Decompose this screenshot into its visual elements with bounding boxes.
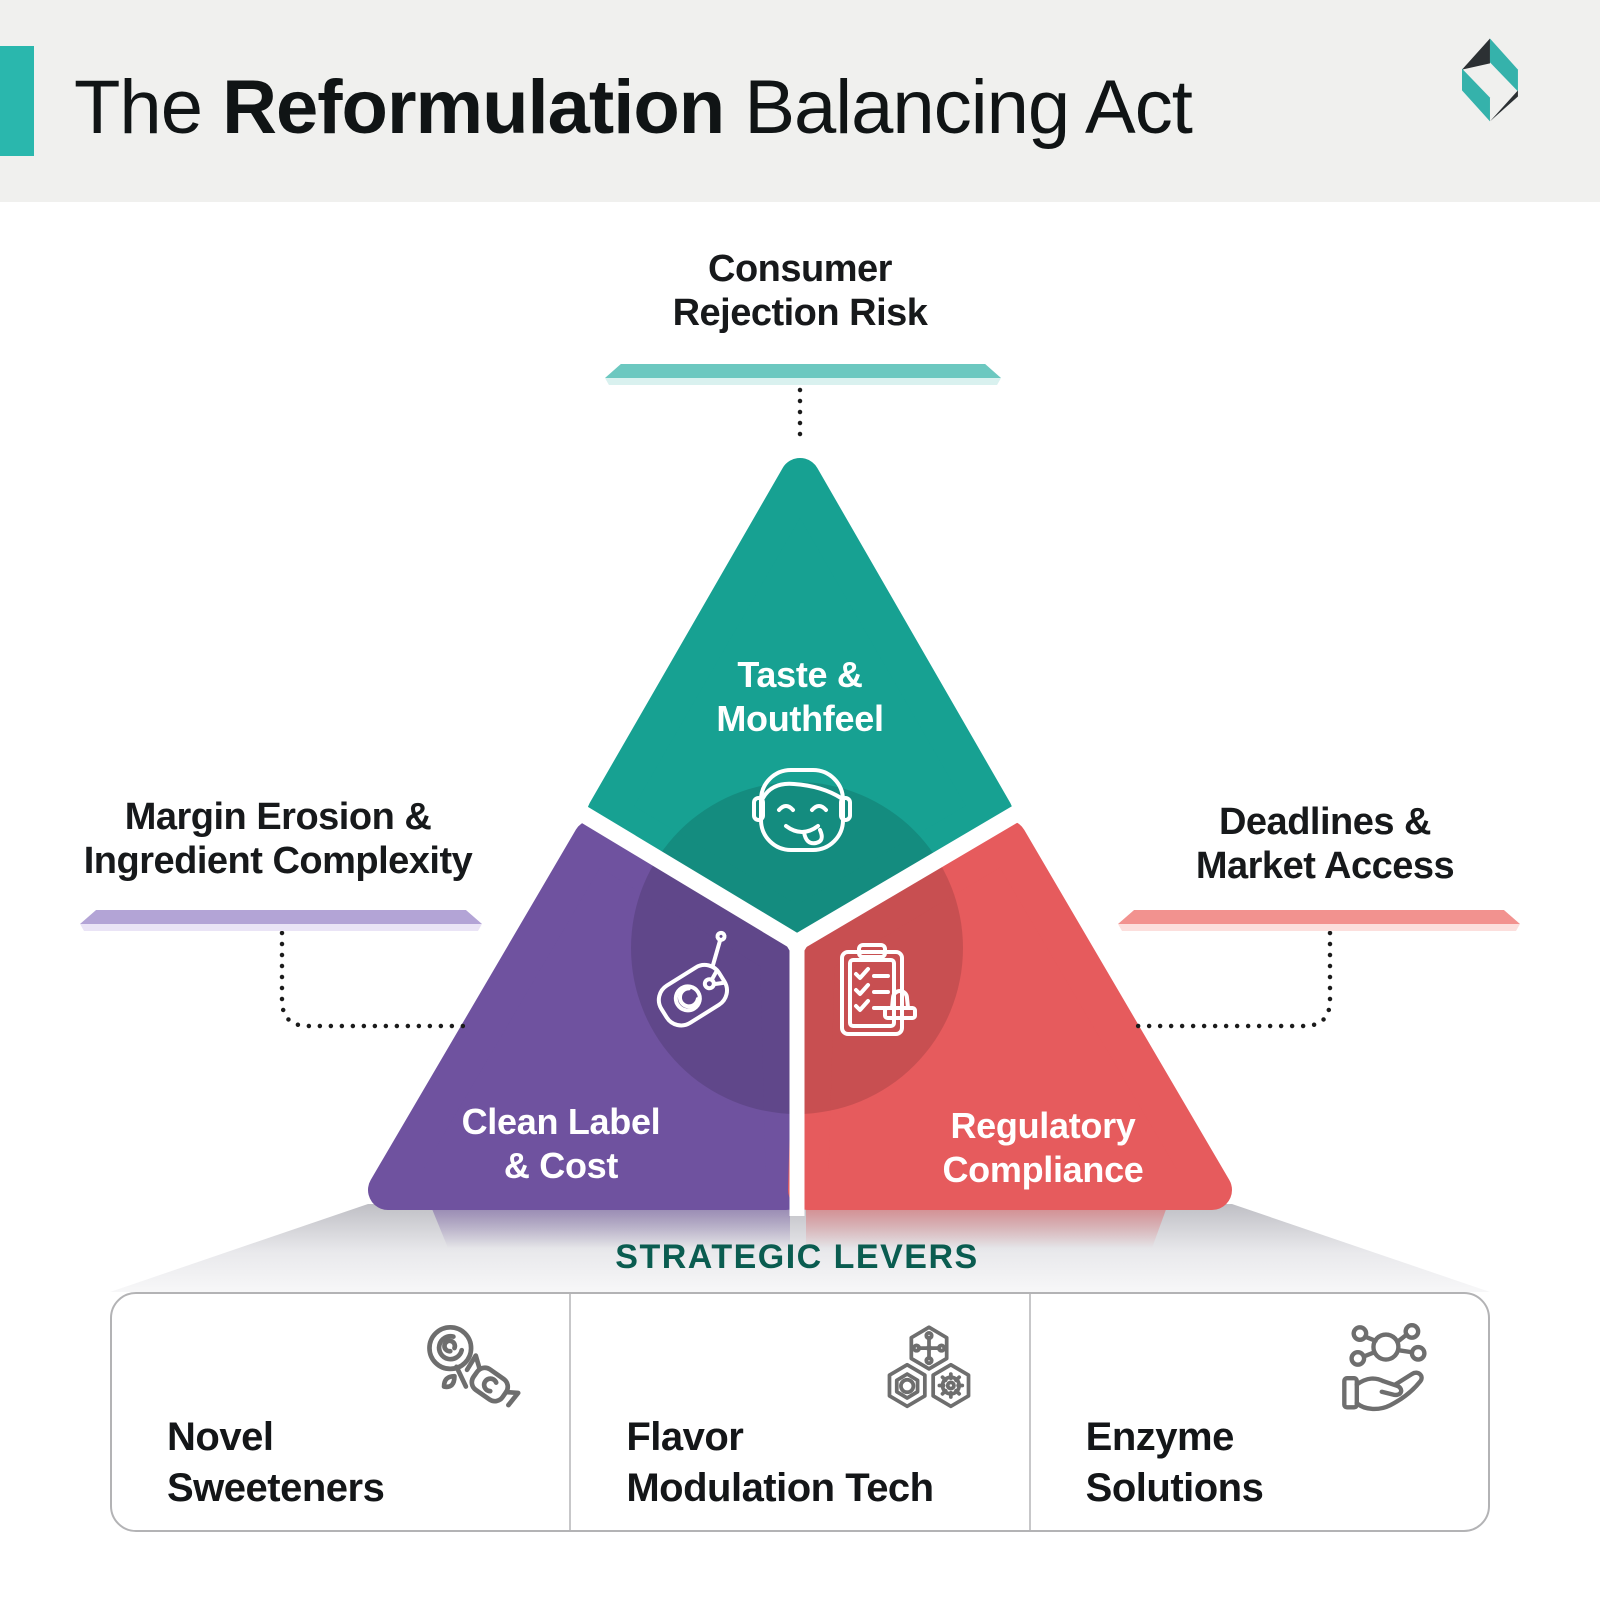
pressure-bar-right [1118, 910, 1520, 931]
pressure-left-line2: Ingredient Complexity [83, 840, 473, 882]
lollipop-candy-icon [417, 1320, 521, 1424]
compliance-stamp-clipboard-icon [840, 943, 917, 1036]
segment-label-regulatory-compliance: Regulatory Compliance [942, 1105, 1144, 1190]
strategic-levers-title: STRATEGIC LEVERS [615, 1238, 979, 1276]
lever-card-flavor-modulation-tech: Flavor Modulation Tech [569, 1294, 1028, 1530]
segment-dividers [565, 798, 1034, 1216]
header-accent-bar [0, 46, 34, 156]
lever-card-title: Novel Sweeteners [167, 1415, 385, 1510]
balance-triangle [368, 458, 1232, 1210]
pressure-right-line1: Deadlines & [1218, 801, 1432, 843]
pedestal-platform [110, 1204, 1490, 1292]
title-prefix: The [74, 65, 223, 150]
pressure-left-line1: Margin Erosion & [124, 796, 432, 838]
price-tag-icon [656, 930, 729, 1028]
pressure-label-left: Margin Erosion & Ingredient Complexity [28, 795, 528, 883]
lever-card-title: Flavor Modulation Tech [626, 1415, 934, 1510]
tasting-face-icon [752, 768, 852, 852]
title-suffix: Balancing Act [724, 65, 1193, 150]
segment-taste-mouthfeel [587, 458, 1013, 948]
title-emphasis: Reformulation [222, 65, 725, 150]
segment-clean-label-cost [368, 820, 806, 1210]
brand-gem-logo-icon [1462, 36, 1520, 126]
pressure-top-line2: Rejection Risk [672, 292, 928, 334]
lever-card-title: Enzyme Solutions [1085, 1415, 1264, 1510]
pressure-right-line2: Market Access [1195, 845, 1455, 887]
header-band: The Reformulation Balancing Act [0, 0, 1600, 202]
segment-label-clean-label-cost: Clean Label & Cost [461, 1101, 661, 1186]
pressure-bar-top [605, 364, 1001, 385]
pressure-bar-left [80, 910, 482, 931]
lever-card-enzyme-solutions: Enzyme Solutions [1028, 1294, 1488, 1530]
hand-molecules-icon [1336, 1320, 1440, 1424]
connector-right [1132, 930, 1333, 1029]
dotted-connectors [279, 387, 1333, 1029]
pressure-top-line1: Consumer [708, 248, 892, 290]
pressure-label-top: Consumer Rejection Risk [500, 247, 1100, 335]
pressure-label-right: Deadlines & Market Access [1075, 800, 1575, 888]
segment-regulatory-compliance [788, 820, 1232, 1210]
lever-card-novel-sweeteners: Novel Sweeteners [112, 1294, 569, 1530]
strategic-levers-row: Novel Sweeteners [110, 1292, 1490, 1532]
connector-left [279, 930, 467, 1029]
page-title: The Reformulation Balancing Act [74, 64, 1193, 151]
molecule-hexagons-icon [877, 1320, 981, 1424]
segment-label-taste-mouthfeel: Taste & Mouthfeel [716, 654, 884, 739]
